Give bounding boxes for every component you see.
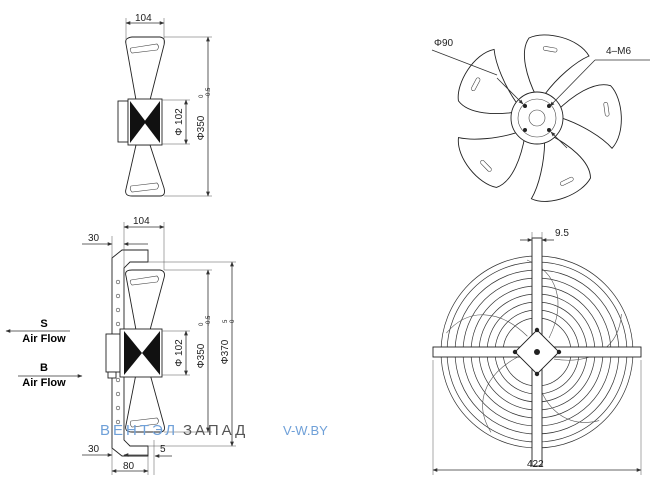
side-view-bottom xyxy=(82,222,236,475)
overall-width-label: 422 xyxy=(527,459,544,470)
strut-width-label: 9.5 xyxy=(555,228,569,239)
base-gap-label: 5 xyxy=(160,444,166,455)
watermark-part2: ЗАПАД xyxy=(183,422,248,439)
bottom-blade-tol-upper: 0 xyxy=(199,322,205,326)
fan-blade xyxy=(530,133,591,202)
bottom-blade-diameter-label: Φ350 xyxy=(196,343,207,368)
fan-blade xyxy=(458,132,526,188)
guard-tol-upper: 5 xyxy=(223,319,229,323)
lower-blade xyxy=(125,144,165,197)
top-blade-tol-lower: -0.5 xyxy=(206,87,212,98)
guard-front-view xyxy=(432,237,642,467)
front-view xyxy=(457,34,622,202)
guard-diameter-label: Φ370 xyxy=(220,339,231,364)
bottom-hub-diameter-label: Φ 102 xyxy=(174,339,185,367)
guard-tol-lower: 0 xyxy=(230,319,236,323)
upper-blade xyxy=(125,269,165,331)
offset-bottom-label: 30 xyxy=(88,444,100,455)
side-view-top xyxy=(117,18,212,197)
bottom-blade-tol-lower: -0.5 xyxy=(206,315,212,326)
airflow-b-letter: B xyxy=(40,362,48,374)
lower-blade xyxy=(125,373,165,433)
airflow-s-letter: S xyxy=(40,318,47,330)
fan-blade xyxy=(457,48,519,114)
watermark: ВЕНТЭЛ ЗАПАД V-W.BY xyxy=(100,422,328,439)
top-blade-tol-upper: 0 xyxy=(199,94,205,98)
offset-top-label: 30 xyxy=(88,233,100,244)
airflow-b-text: Air Flow xyxy=(22,377,66,389)
fan-blade xyxy=(555,84,622,149)
bolt-circle-diameter-label: Φ90 xyxy=(434,38,454,49)
motor-rear xyxy=(105,333,121,373)
top-hub-diameter-label: Φ 102 xyxy=(174,108,185,136)
bottom-width-label: 104 xyxy=(133,216,150,227)
top-width-label: 104 xyxy=(135,13,152,24)
motor-rear xyxy=(117,100,129,143)
guard-side xyxy=(111,249,149,457)
bolt-spec-label: 4–M6 xyxy=(606,46,631,57)
airflow-s-text: Air Flow xyxy=(22,333,66,345)
top-blade-diameter-label: Φ350 xyxy=(196,115,207,140)
fan-blade xyxy=(523,34,590,99)
watermark-site: V-W.BY xyxy=(283,423,328,438)
base-width-label: 80 xyxy=(123,461,135,472)
watermark-part1: ВЕНТЭЛ xyxy=(100,422,178,439)
